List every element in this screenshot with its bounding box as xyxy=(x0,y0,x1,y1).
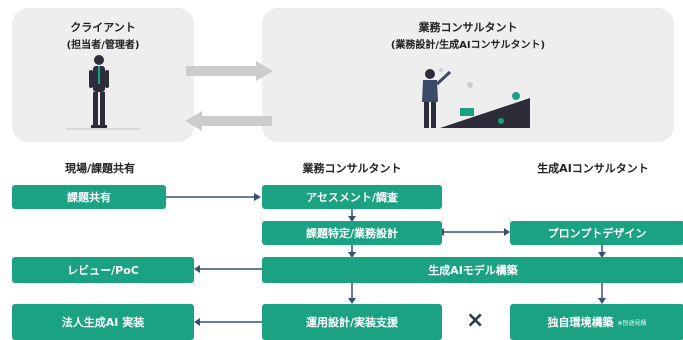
multiply-symbol: × xyxy=(466,308,485,333)
box-issue-sharing: 課題共有 xyxy=(12,185,166,209)
column-header-field: 現場/課題共有 xyxy=(64,162,136,175)
box-review-poc: レビュー/PoC xyxy=(12,257,194,283)
box-ops-design: 運用設計/実装支援 xyxy=(262,304,442,340)
box-env-build: 独自環境構築 ※別途見積 xyxy=(510,304,683,340)
box-task-design: 課題特定/業務設計 xyxy=(262,221,442,245)
box-model-build: 生成AIモデル構築 xyxy=(262,257,683,283)
flow-connectors xyxy=(166,196,603,323)
box-prompt-design: プロンプトデザイン xyxy=(510,221,683,245)
env-build-note: ※別途見積 xyxy=(617,319,647,327)
person-standing-icon xyxy=(66,55,140,130)
arrow-right-icon xyxy=(186,61,273,81)
presenter-icon xyxy=(422,68,530,128)
box-corp-impl: 法人生成AI 実装 xyxy=(12,304,194,340)
env-build-label: 独自環境構築 xyxy=(547,316,614,329)
arrow-left-icon xyxy=(185,111,272,131)
flow-arrowheads xyxy=(194,193,606,326)
consultant-subtitle: (業務設計/生成AIコンサルタント) xyxy=(390,40,546,51)
column-header-ai-consultant: 生成AIコンサルタント xyxy=(537,162,649,175)
box-assessment: アセスメント/調査 xyxy=(262,185,442,209)
consultant-title: 業務コンサルタント xyxy=(418,21,518,34)
client-title: クライアント xyxy=(70,21,136,34)
column-header-consultant: 業務コンサルタント xyxy=(302,162,402,175)
client-subtitle: (担当者/管理者) xyxy=(66,40,140,51)
